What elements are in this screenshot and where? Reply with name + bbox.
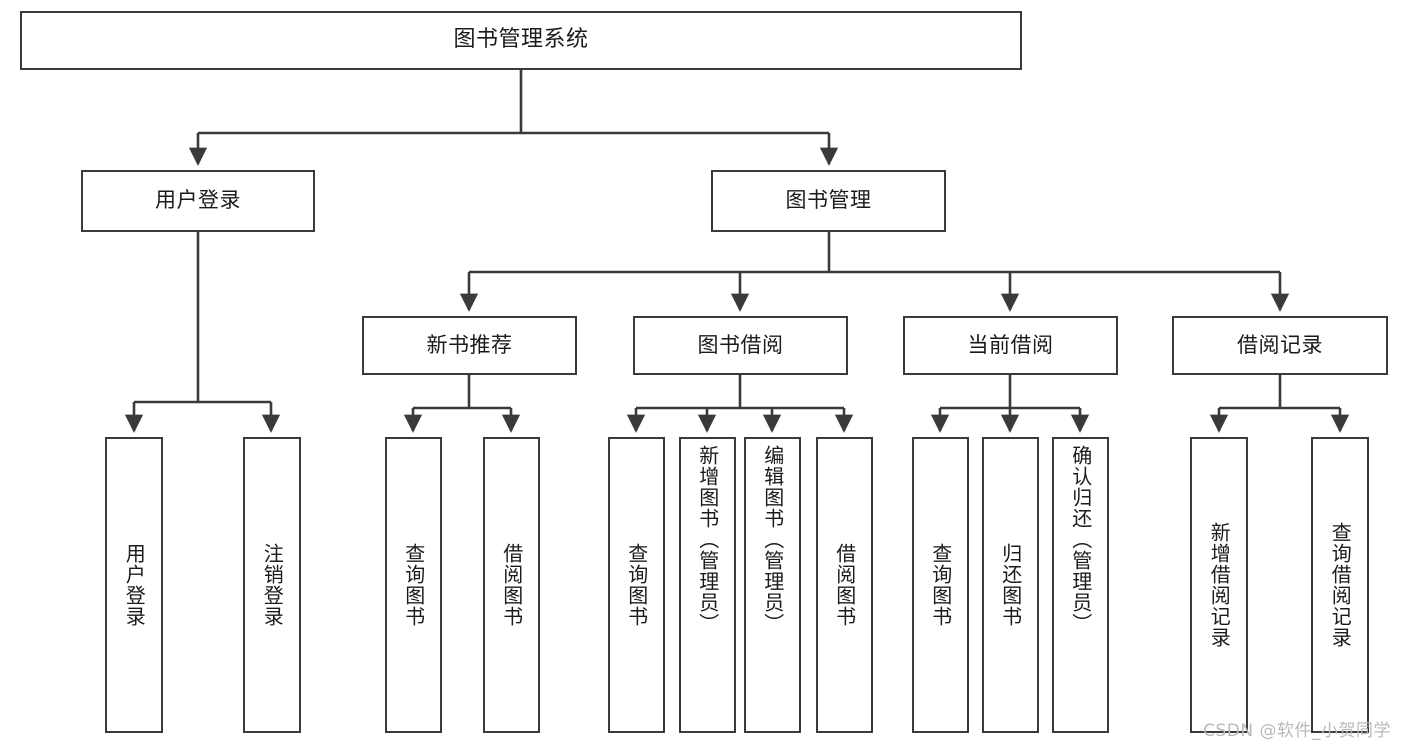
leaf-newbook-query-book[interactable]: 查询图书 (385, 437, 442, 733)
node-root-system[interactable]: 图书管理系统 (20, 11, 1022, 70)
node-borrow-record[interactable]: 借阅记录 (1172, 316, 1388, 375)
node-label: 编辑图书（管理员） (760, 445, 785, 634)
node-label: 新增图书（管理员） (695, 445, 720, 634)
csdn-watermark: CSDN @软件_小贺同学 (1203, 721, 1391, 741)
node-label: 借阅图书 (832, 543, 857, 627)
leaf-inner: 查询图书 (610, 439, 663, 731)
leaf-inner: 查询借阅记录 (1313, 439, 1367, 731)
node-label: 图书借阅 (697, 332, 784, 357)
leaf-newbook-borrow-book[interactable]: 借阅图书 (483, 437, 540, 733)
node-label: 图书管理 (785, 188, 872, 213)
node-label: 注销登录 (260, 543, 285, 627)
leaf-inner: 注销登录 (245, 439, 299, 731)
node-book-borrow[interactable]: 图书借阅 (633, 316, 848, 375)
node-label: 用户登录 (155, 188, 241, 213)
leaf-borrowrecord-add-record[interactable]: 新增借阅记录 (1190, 437, 1248, 733)
leaf-inner: 编辑图书（管理员） (746, 439, 799, 737)
leaf-inner: 归还图书 (984, 439, 1037, 731)
leaf-currentborrow-confirm-return-admin[interactable]: 确认归还（管理员） (1052, 437, 1109, 733)
leaf-inner: 查询图书 (914, 439, 967, 731)
node-label: 确认归还（管理员） (1068, 445, 1093, 634)
leaf-bookborrow-borrow-book[interactable]: 借阅图书 (816, 437, 873, 733)
leaf-bookborrow-add-book-admin[interactable]: 新增图书（管理员） (679, 437, 736, 733)
leaf-bookborrow-edit-book-admin[interactable]: 编辑图书（管理员） (744, 437, 801, 733)
leaf-inner: 借阅图书 (485, 439, 538, 731)
node-label: 归还图书 (998, 543, 1023, 627)
leaf-bookborrow-query-book[interactable]: 查询图书 (608, 437, 665, 733)
leaf-logout[interactable]: 注销登录 (243, 437, 301, 733)
node-label: 查询借阅记录 (1328, 522, 1353, 648)
leaf-inner: 新增图书（管理员） (681, 439, 734, 737)
leaf-inner: 借阅图书 (818, 439, 871, 731)
leaf-currentborrow-return-book[interactable]: 归还图书 (982, 437, 1039, 733)
node-label: 查询图书 (401, 543, 426, 627)
node-user-login[interactable]: 用户登录 (81, 170, 315, 232)
node-label: 新书推荐 (426, 332, 513, 357)
node-label: 借阅记录 (1237, 332, 1323, 357)
node-label: 借阅图书 (499, 543, 524, 627)
leaf-currentborrow-query-book[interactable]: 查询图书 (912, 437, 969, 733)
node-label: 查询图书 (624, 543, 649, 627)
leaf-inner: 查询图书 (387, 439, 440, 731)
node-label: 用户登录 (122, 543, 147, 627)
leaf-user-login[interactable]: 用户登录 (105, 437, 163, 733)
node-new-book-recommend[interactable]: 新书推荐 (362, 316, 577, 375)
node-label: 新增借阅记录 (1207, 522, 1232, 648)
node-current-borrow[interactable]: 当前借阅 (903, 316, 1118, 375)
node-label: 图书管理系统 (453, 27, 589, 53)
node-book-management[interactable]: 图书管理 (711, 170, 946, 232)
leaf-inner: 用户登录 (107, 439, 161, 731)
leaf-borrowrecord-query-record[interactable]: 查询借阅记录 (1311, 437, 1369, 733)
leaf-inner: 新增借阅记录 (1192, 439, 1246, 731)
node-label: 查询图书 (928, 543, 953, 627)
leaf-inner: 确认归还（管理员） (1054, 439, 1107, 737)
node-label: 当前借阅 (967, 332, 1054, 357)
